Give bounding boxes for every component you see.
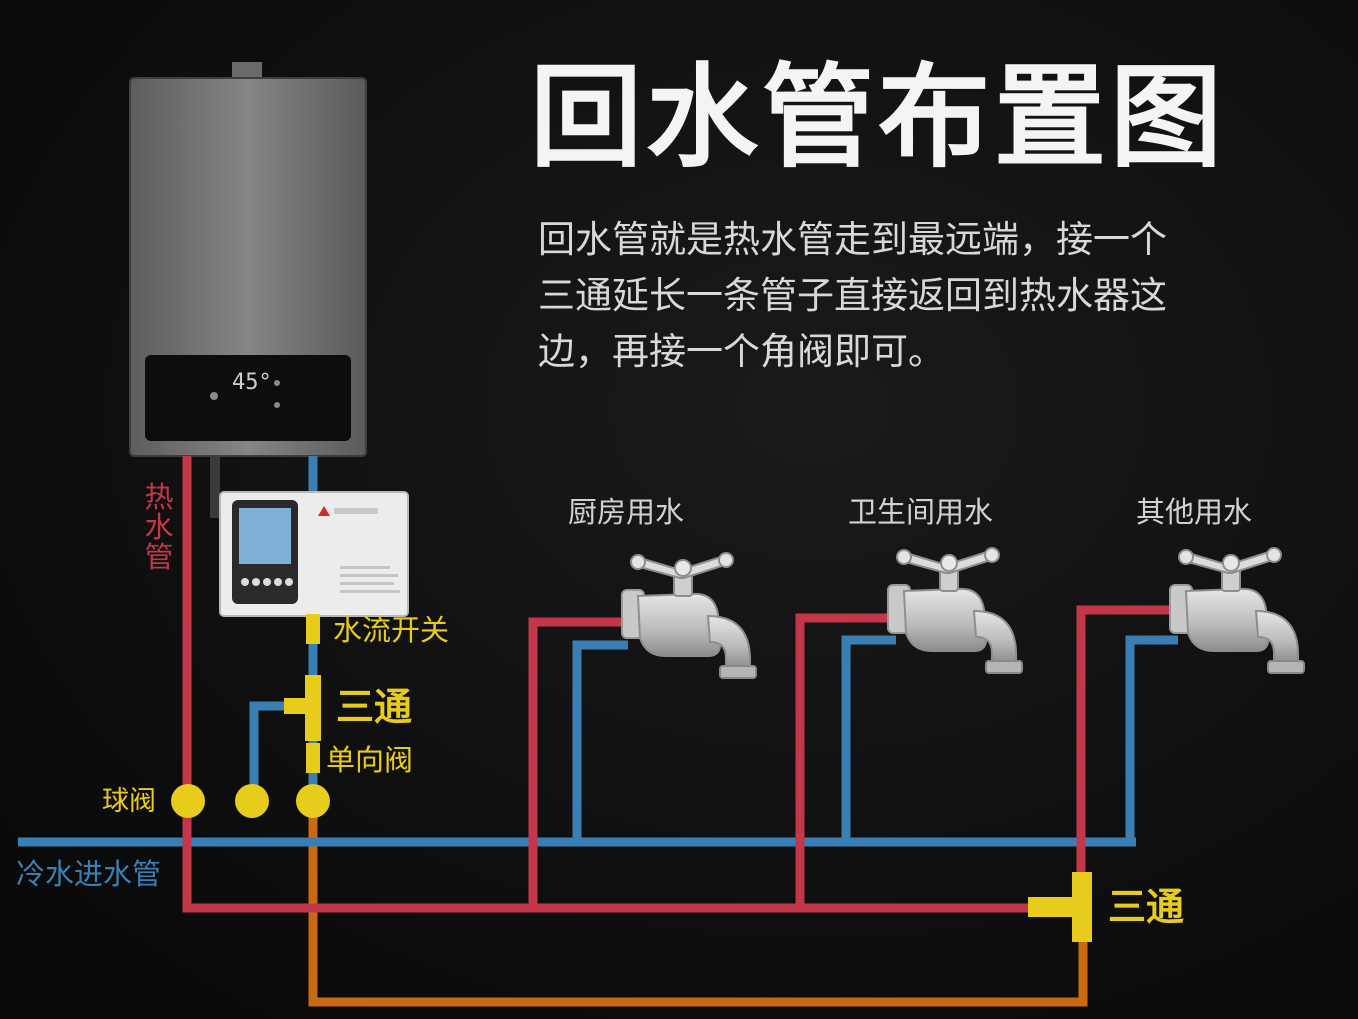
tee-fitting-top bbox=[284, 675, 321, 741]
ball-valves bbox=[171, 784, 330, 818]
tee-bottom-label: 三通 bbox=[1108, 885, 1185, 929]
hot-pipe-label: 热水管 bbox=[144, 480, 174, 574]
flow-switch-fitting bbox=[306, 614, 320, 644]
ball-valve-label: 球阀 bbox=[102, 786, 156, 817]
check-valve-label: 单向阀 bbox=[326, 743, 414, 777]
ball-valve-return bbox=[296, 784, 330, 818]
tap-label-bathroom: 卫生间用水 bbox=[848, 495, 994, 529]
faucet-icon-kitchen bbox=[621, 552, 757, 679]
cold-inlet-label: 冷水进水管 bbox=[16, 857, 162, 891]
tap-label-other: 其他用水 bbox=[1136, 495, 1253, 529]
description-text: 回水管就是热水管走到最远端，接一个三通延长一条管子直接返回到热水器这边，再接一个… bbox=[538, 218, 1167, 373]
hot-water-pipe bbox=[182, 456, 1178, 913]
faucet-icon-other bbox=[1169, 547, 1305, 674]
ball-valve-cold bbox=[235, 784, 269, 818]
tee-top-label: 三通 bbox=[336, 685, 413, 729]
flow-switch-label: 水流开关 bbox=[333, 613, 450, 647]
ball-valve-hot bbox=[171, 784, 205, 818]
return-pipe bbox=[308, 800, 1088, 1007]
water-heater: 45° bbox=[129, 62, 367, 518]
heater-temperature-readout: 45° bbox=[232, 370, 272, 395]
tee-fitting-bottom bbox=[1028, 872, 1092, 942]
tap-label-kitchen: 厨房用水 bbox=[568, 495, 685, 529]
faucet-icon-bathroom bbox=[887, 547, 1023, 674]
check-valve bbox=[306, 743, 320, 773]
page-title: 回水管布置图 bbox=[530, 53, 1226, 183]
flow-switch-controller bbox=[219, 491, 409, 617]
